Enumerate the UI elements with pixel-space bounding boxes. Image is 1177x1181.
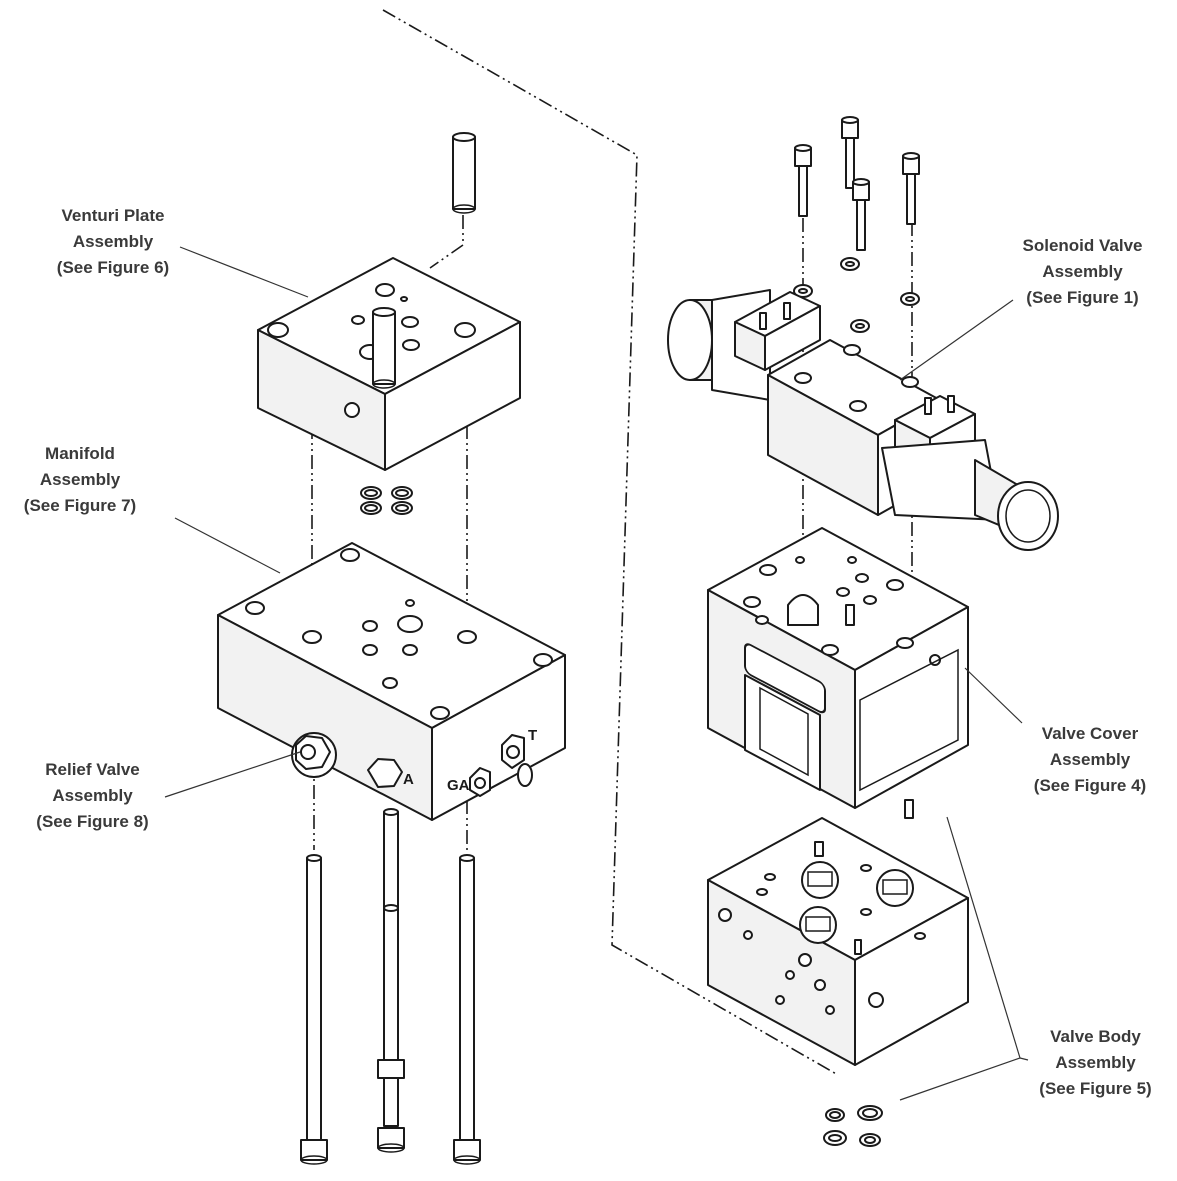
long-bolt (300, 854, 328, 1165)
callout-manifold-line2: Assembly (39, 470, 121, 489)
callout-solenoid-line1: Solenoid Valve (1022, 236, 1143, 255)
o-ring-set (823, 1105, 883, 1147)
callout-manifold-line3: (See Figure 7) (23, 496, 137, 515)
leader-line (174, 517, 281, 574)
callout-solenoid-valve: Solenoid Valve Assembly (See Figure 1) (995, 233, 1170, 311)
callout-manifold: Manifold Assembly (See Figure 7) (0, 441, 160, 519)
leader-line (899, 299, 1014, 381)
venturi-spacer-tube (452, 132, 476, 214)
manifold-block: A GA T (217, 542, 566, 821)
centerline (429, 244, 464, 269)
callout-venturi-line3: (See Figure 6) (56, 258, 170, 277)
venturi-plate-block (257, 257, 521, 471)
leader-line (964, 667, 1023, 724)
callout-relief-line2: Assembly (52, 786, 133, 805)
callout-body-line3: (See Figure 5) (1039, 1079, 1152, 1098)
callout-relief-line3: (See Figure 8) (36, 812, 149, 831)
callout-venturi-plate: Venturi Plate Assembly (See Figure 6) (18, 203, 208, 281)
solenoid-valve (667, 289, 1059, 551)
port-label-a: A (403, 771, 414, 788)
socket-head-screw (841, 116, 859, 189)
callout-solenoid-line3: (See Figure 1) (1026, 288, 1139, 307)
callout-manifold-line1: Manifold (45, 444, 115, 463)
phantom-plane-outline (382, 9, 839, 1076)
leader-line (179, 246, 309, 298)
callout-cover-line2: Assembly (1049, 750, 1131, 769)
socket-head-screw (902, 152, 920, 225)
leader-line (164, 751, 301, 798)
o-ring-set (360, 486, 413, 515)
callout-relief-line1: Relief Valve (45, 760, 140, 779)
leader-line (1019, 1057, 1029, 1061)
valve-body-block (707, 817, 969, 1066)
long-bolt (377, 808, 405, 1153)
callout-relief-valve: Relief Valve Assembly (See Figure 8) (10, 757, 175, 835)
callout-cover-line3: (See Figure 4) (1033, 776, 1147, 795)
port-label-t: T (528, 727, 537, 744)
o-ring-set (793, 257, 920, 333)
port-label-ga: GA (447, 777, 470, 794)
long-bolt (453, 854, 481, 1165)
callout-body-line2: Assembly (1055, 1053, 1136, 1072)
callout-cover-line1: Valve Cover (1041, 724, 1139, 743)
callout-solenoid-line2: Assembly (1042, 262, 1123, 281)
socket-head-screw (794, 144, 812, 217)
callout-body-line1: Valve Body (1050, 1027, 1141, 1046)
callout-valve-body: Valve Body Assembly (See Figure 5) (1018, 1024, 1173, 1102)
socket-head-screw (852, 178, 870, 251)
callout-valve-cover: Valve Cover Assembly (See Figure 4) (1010, 721, 1170, 799)
valve-cover-block (707, 527, 969, 819)
callout-venturi-line2: Assembly (72, 232, 154, 251)
callout-venturi-line1: Venturi Plate (61, 206, 165, 225)
